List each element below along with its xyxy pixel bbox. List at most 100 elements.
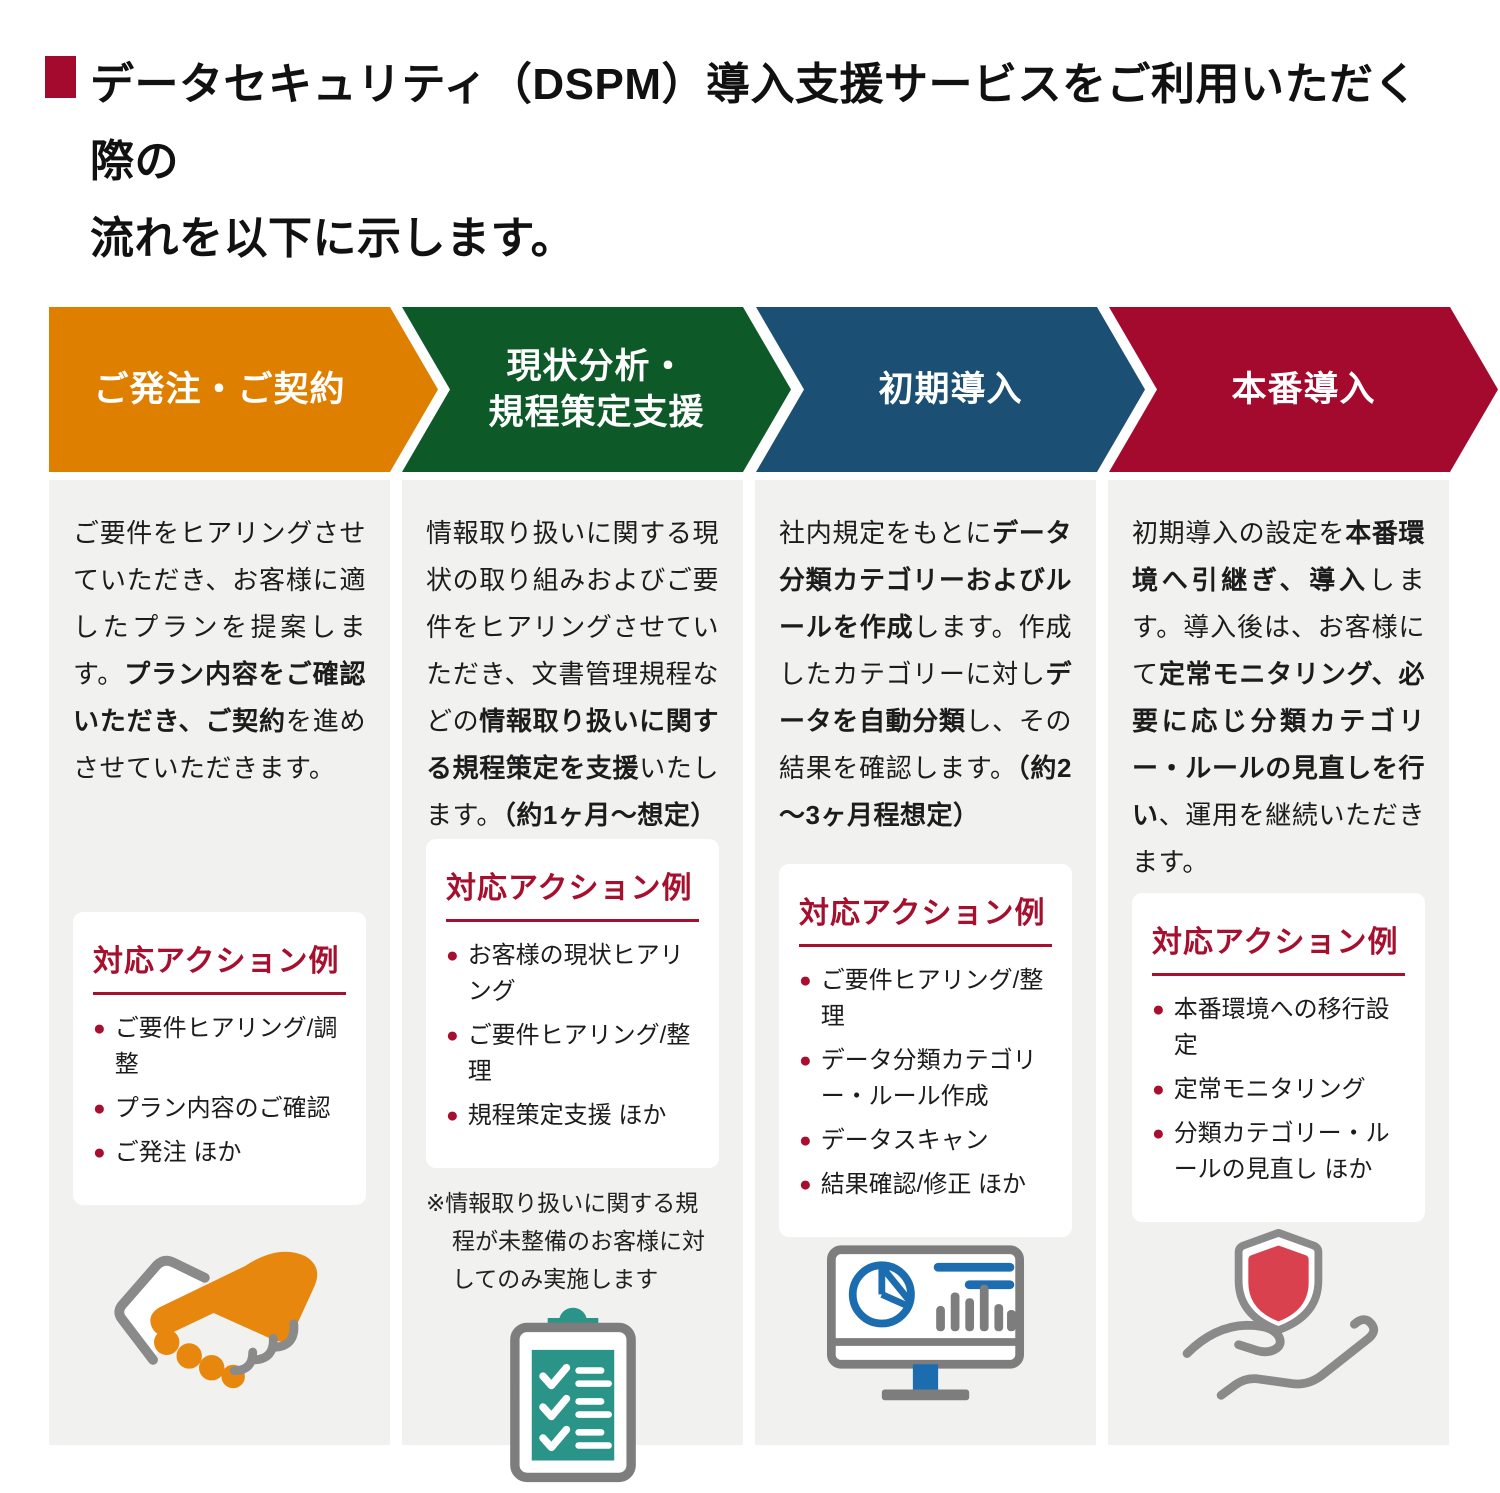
action-list: ● ご要件ヒアリング/整理 ● データ分類カテゴリー・ルール作成 ● データスキャン ● 結果… (799, 963, 1052, 1203)
action-label: ご発注 ほか (114, 1139, 242, 1166)
phase-icon-area (779, 1237, 1072, 1417)
shield-hand-icon (1171, 1227, 1386, 1412)
monitor-analytics-icon (823, 1242, 1028, 1412)
description-segment: 本番環境へ引継ぎ、導入 (1132, 518, 1425, 595)
phase-arrow-analysis-support: 現状分析・ 規程策定支援 (402, 307, 791, 472)
checklist-clipboard-icon (498, 1298, 648, 1493)
phase-arrow-initial-deployment: 初期導入 (756, 307, 1145, 472)
action-item: ● 規程策定支援 ほか (446, 1098, 699, 1134)
action-example-box: 対応アクション例 ● 本番環境への移行設定 ● 定常モニタリング ● 分類カテゴリー・ルー… (1132, 892, 1425, 1222)
bullet-icon: ● (1152, 1077, 1165, 1101)
action-item: ● 定常モニタリング (1152, 1072, 1405, 1108)
description-segment: 情報取り扱いに関する現状の取り組みおよびご要件をヒアリングさせていただき、文書管… (426, 518, 719, 736)
action-box-title: 対応アクション例 (93, 936, 346, 995)
bullet-icon: ● (93, 1141, 106, 1164)
action-example-box: 対応アクション例 ● ご要件ヒアリング/整理 ● データ分類カテゴリー・ルール作成 ● デ… (779, 863, 1072, 1237)
phase-label-line: 初期導入 (878, 369, 1023, 409)
handshake-icon (112, 1227, 327, 1402)
action-list: ● ご要件ヒアリング/調整 ● プラン内容のご確認 ● ご発注 ほか (93, 1011, 346, 1171)
phase-columns: ご要件をヒアリングさせていただき、お客様に適したプランを提案します。プラン内容を… (49, 480, 1452, 1483)
action-item: ● ご発注 ほか (93, 1135, 346, 1171)
bullet-icon: ● (446, 944, 459, 967)
description-segment: 社内規定をもとに (779, 518, 993, 548)
action-example-box: 対応アクション例 ● お客様の現状ヒアリング ● ご要件ヒアリング/整理 ● 規程策定支援… (426, 839, 719, 1168)
description-segment: 定常モニタリング、必要に応じ分類カテゴリー・ルールの見直しを行い (1132, 659, 1425, 830)
phase-arrow-label: 本番導入 (1231, 367, 1375, 413)
bullet-icon: ● (446, 1024, 459, 1047)
phase-panel-analysis-support: 情報取り扱いに関する現状の取り組みおよびご要件をヒアリングさせていただき、文書管… (402, 480, 743, 1483)
action-label: 本番環境への移行設定 (1173, 995, 1390, 1059)
bullet-icon: ● (1152, 997, 1165, 1021)
action-box-title: 対応アクション例 (799, 888, 1052, 947)
action-label: 定常モニタリング (1173, 1075, 1366, 1103)
description-segment: いたします。 (426, 753, 719, 830)
title-line-1: データセキュリティ（DSPM）導入支援サービスをご利用いただく際の (90, 60, 1418, 186)
phase-arrow-label: ご発注・ご契約 (93, 367, 345, 413)
action-item: ● ご要件ヒアリング/調整 (93, 1011, 346, 1083)
action-label: 結果確認/修正 ほか (820, 1170, 1027, 1198)
description-segment: します。作成したカテゴリーに対し (779, 612, 1072, 689)
phase-panel-order-contract: ご要件をヒアリングさせていただき、お客様に適したプランを提案します。プラン内容を… (49, 480, 390, 1445)
action-label: 分類カテゴリー・ルールの見直し ほか (1173, 1119, 1390, 1183)
page-title: データセキュリティ（DSPM）導入支援サービスをご利用いただく際の 流れを以下に… (45, 46, 1455, 277)
description-segment: ご要件をヒアリングさせていただき、お客様に適したプランを提案します。 (73, 518, 366, 689)
action-box-title: 対応アクション例 (446, 863, 699, 922)
action-label: データスキャン (820, 1126, 989, 1154)
action-list: ● 本番環境への移行設定 ● 定常モニタリング ● 分類カテゴリー・ルールの見直し ほか (1152, 992, 1405, 1188)
bullet-icon: ● (799, 1128, 812, 1152)
bullet-icon: ● (446, 1104, 459, 1127)
action-item: ● データスキャン (799, 1123, 1052, 1159)
description-segment: 情報取り扱いに関する規程策定を支援 (426, 706, 719, 783)
description-segment: （約2～3ヶ月程想定） (779, 753, 1072, 830)
phase-icon-area (426, 1298, 719, 1493)
action-label: ご要件ヒアリング/整理 (820, 966, 1044, 1030)
phase-label-line: 本番導入 (1231, 369, 1376, 409)
phase-arrow-row: ご発注・ご契約 現状分析・ 規程策定支援 初期導入 本番導入 (49, 307, 1500, 472)
description-segment: プラン内容をご確認いただき、ご契約 (73, 659, 366, 736)
red-square-bullet-icon (45, 56, 76, 98)
phase-label-line: 現状分析・ (506, 347, 687, 386)
description-segment: を進めさせていただきます。 (73, 706, 366, 783)
phase-arrow-production-deployment: 本番導入 (1109, 307, 1498, 472)
description-segment: データ分類カテゴリーおよびルールを作成 (779, 518, 1072, 642)
action-item: ● ご要件ヒアリング/整理 (799, 963, 1052, 1035)
description-segment: し、その結果を確認します。 (779, 706, 1072, 783)
phase-arrow-order-contract: ご発注・ご契約 (49, 307, 438, 472)
action-example-box: 対応アクション例 ● ご要件ヒアリング/調整 ● プラン内容のご確認 ● ご発注 ほか (73, 912, 366, 1205)
phase-panel-production-deployment: 初期導入の設定を本番環境へ引継ぎ、導入します。導入後は、お客様にて定常モニタリン… (1108, 480, 1449, 1445)
bullet-icon: ● (799, 1048, 812, 1072)
bullet-icon: ● (799, 968, 812, 992)
action-item: ● 結果確認/修正 ほか (799, 1167, 1052, 1203)
phase-icon-area (73, 1212, 366, 1417)
action-label: ご要件ヒアリング/整理 (467, 1022, 691, 1085)
action-label: ご要件ヒアリング/調整 (114, 1015, 338, 1078)
dspm-service-flow-infographic: データセキュリティ（DSPM）導入支援サービスをご利用いただく際の 流れを以下に… (0, 46, 1500, 1492)
action-item: ● プラン内容のご確認 (93, 1091, 346, 1127)
bullet-icon: ● (93, 1097, 106, 1120)
action-label: 規程策定支援 ほか (467, 1102, 667, 1129)
phase-note: ※情報取り扱いに関する規程が未整備のお客様に対してのみ実施します (426, 1190, 705, 1292)
phase-description: 初期導入の設定を本番環境へ引継ぎ、導入します。導入後は、お客様にて定常モニタリン… (1132, 510, 1425, 893)
phase-arrow-label: 現状分析・ 規程策定支援 (488, 344, 704, 435)
phase-panel-initial-deployment: 社内規定をもとにデータ分類カテゴリーおよびルールを作成します。作成したカテゴリー… (755, 480, 1096, 1445)
phase-icon-area (1132, 1222, 1425, 1417)
description-segment: （約1ヶ月～想定） (502, 800, 717, 830)
description-segment: 初期導入の設定を (1132, 518, 1346, 548)
description-segment: 、運用を継続いただきます。 (1132, 800, 1425, 877)
page-title-text: データセキュリティ（DSPM）導入支援サービスをご利用いただく際の 流れを以下に… (90, 46, 1455, 277)
action-item: ● ご要件ヒアリング/整理 (446, 1018, 699, 1090)
bullet-icon: ● (1152, 1121, 1165, 1145)
bullet-icon: ● (93, 1017, 106, 1040)
action-item: ● 分類カテゴリー・ルールの見直し ほか (1152, 1116, 1405, 1188)
phase-description: ご要件をヒアリングさせていただき、お客様に適したプランを提案します。プラン内容を… (73, 510, 366, 912)
description-segment: します。導入後は、お客様にて (1132, 565, 1425, 689)
action-label: データ分類カテゴリー・ルール作成 (820, 1046, 1037, 1110)
action-box-title: 対応アクション例 (1152, 917, 1405, 976)
action-label: プラン内容のご確認 (114, 1095, 331, 1122)
action-label: お客様の現状ヒアリング (467, 942, 684, 1005)
action-item: ● お客様の現状ヒアリング (446, 938, 699, 1010)
phase-description: 社内規定をもとにデータ分類カテゴリーおよびルールを作成します。作成したカテゴリー… (779, 510, 1072, 864)
bullet-icon: ● (799, 1172, 812, 1196)
title-line-2: 流れを以下に示します。 (90, 214, 576, 263)
phase-description: 情報取り扱いに関する現状の取り組みおよびご要件をヒアリングさせていただき、文書管… (426, 510, 719, 839)
